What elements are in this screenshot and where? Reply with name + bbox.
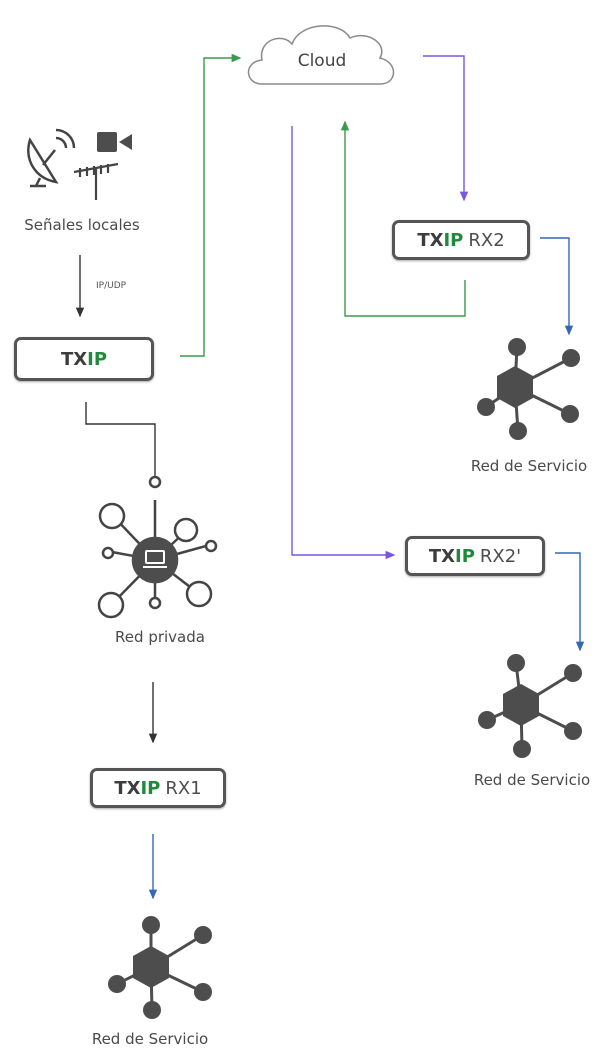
service-network-icon	[478, 654, 582, 758]
txip-ip: IP	[87, 348, 108, 370]
service-network-label-1: Red de Servicio	[470, 457, 588, 475]
rx2-label: RX2	[468, 229, 505, 251]
service-network-label-2: Red de Servicio	[473, 771, 591, 789]
link-rx2b-service	[555, 552, 585, 652]
txip-rx2-tx: TX	[417, 229, 444, 251]
rx1-label: RX1	[165, 777, 202, 799]
link-txip-private	[85, 402, 160, 488]
link-txip-cloud	[180, 53, 242, 357]
private-network-icon	[97, 475, 218, 619]
service-network-label-3: Red de Servicio	[91, 1030, 209, 1048]
txip-rx2b-tx: TX	[428, 545, 455, 567]
cloud-icon	[247, 25, 395, 85]
link-rx2-cloud	[340, 120, 466, 317]
link-cloud-rx2b	[291, 126, 396, 560]
txip-rx2b-ip: IP	[455, 545, 475, 567]
txip-tx: TX	[60, 348, 88, 370]
rx2b-label: RX2'	[479, 545, 522, 567]
ip-udp-label: IP/UDP	[96, 281, 127, 291]
cloud-label: Cloud	[297, 51, 347, 71]
txip-rx2-ip: IP	[443, 229, 464, 251]
link-rx2-service	[540, 237, 574, 336]
link-cloud-rx2	[423, 55, 469, 202]
private-network-label: Red privada	[115, 628, 205, 646]
local-signals-label: Señales locales	[24, 216, 140, 234]
tv-antenna-icon	[73, 162, 119, 200]
txip-rx1-tx: TX	[114, 777, 141, 799]
video-camera-icon	[97, 132, 132, 152]
txip-rx1-ip: IP	[140, 777, 161, 799]
service-network-icon	[108, 916, 212, 1019]
satellite-dish-icon	[27, 128, 76, 188]
service-network-icon	[477, 338, 580, 440]
